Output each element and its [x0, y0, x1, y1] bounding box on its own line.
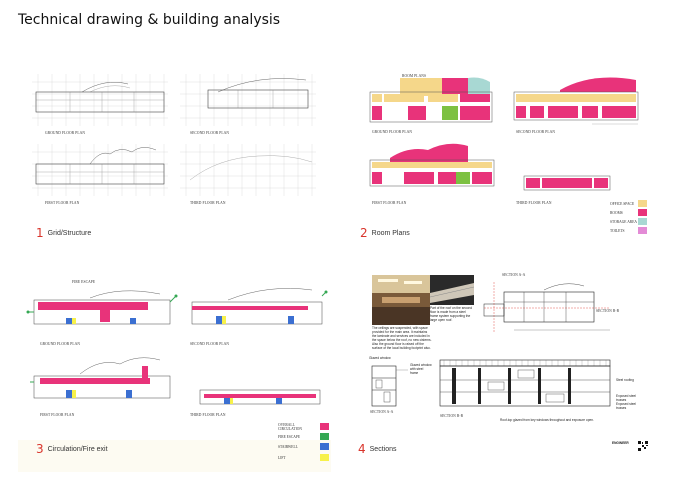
section-1-title: Grid/Structure — [47, 229, 92, 237]
section-1-number: 1 — [36, 226, 44, 240]
section-4-number: 4 — [358, 442, 366, 456]
circulation-ground-floor-drawing — [26, 290, 178, 325]
qr-code-icon — [638, 441, 648, 451]
circulation-ground-floor-label: GROUND FLOOR PLAN — [40, 342, 81, 346]
exposed-trusses-note-2: Exposed steel trusses — [616, 402, 637, 410]
legend-stairwell-label: STAIRWELL — [278, 445, 298, 449]
section-aa-top-label: SECTION A-A — [502, 273, 526, 277]
ceiling-note: The ceilings are suspended, with space p… — [372, 326, 432, 350]
section-2-label: 2 Room Plans — [360, 226, 410, 240]
roof-note: Part of the roof on the second floor is … — [430, 306, 472, 322]
circulation-first-floor-drawing — [30, 357, 171, 399]
legend-stairwell-swatch — [320, 443, 329, 450]
page-title: Technical drawing & building analysis — [18, 12, 281, 28]
legend-lift-swatch — [320, 454, 329, 461]
circulation-second-floor-label: SECOND FLOOR PLAN — [190, 342, 230, 346]
grid-first-floor-label: FIRST FLOOR PLAN — [45, 201, 80, 205]
roof-glazing-note: Roof-top glazed from key windows through… — [500, 418, 594, 422]
legend-lift-label: LIFT — [278, 456, 286, 460]
section-aa-label: SECTION A-A — [370, 410, 394, 414]
section-1-label: 1 Grid/Structure — [36, 226, 91, 240]
room-ground-floor-drawing — [369, 77, 493, 123]
legend-circulation-label: OVERALL CIRCULATION — [278, 423, 302, 432]
circulation-third-floor-label: THIRD FLOOR PLAN — [190, 413, 226, 417]
roof-photo — [429, 275, 475, 305]
legend-office-label: OFFICE SPACE — [610, 202, 635, 206]
section-3-title: Circulation/Fire exit — [47, 445, 108, 453]
legend-fire-escape-swatch — [320, 433, 329, 440]
grid-ground-floor-label: GROUND FLOOR PLAN — [45, 131, 86, 135]
section-bb-label: SECTION B-B — [440, 414, 464, 418]
legend-storage-label: STORAGE AREA — [610, 220, 637, 224]
section-3-number: 3 — [36, 442, 44, 456]
section-aa-drawing — [371, 365, 408, 407]
glazed-window-frame-note: Glazed window with steel frame — [410, 363, 432, 375]
room-third-floor-label: THIRD FLOOR PLAN — [516, 201, 552, 205]
section-2-number: 2 — [360, 226, 368, 240]
legend-fire-escape-label: FIRE ESCAPE — [278, 435, 301, 439]
grid-second-floor-label: SECOND FLOOR PLAN — [190, 131, 230, 135]
legend-rooms-swatch — [638, 209, 647, 216]
glazed-window-note: Glazed window — [369, 356, 391, 360]
legend-circulation-swatch — [320, 423, 329, 430]
room-first-floor-drawing — [369, 143, 495, 187]
room-first-floor-label: FIRST FLOOR PLAN — [372, 201, 407, 205]
steel-roofing-note: Steel roofing — [616, 378, 634, 382]
legend-rooms-label: ROOMS — [610, 211, 623, 215]
section-3-label: 3 Circulation/Fire exit — [36, 442, 108, 456]
legend-storage-swatch — [638, 218, 647, 225]
legend-toilets-swatch — [638, 227, 647, 234]
section-4-label: 4 Sections — [358, 442, 397, 456]
circulation-sub-label: FIRE ESCAPE — [72, 280, 96, 284]
section-4-title: Sections — [369, 445, 397, 453]
section-2-title: Room Plans — [371, 229, 410, 237]
legend-office-swatch — [638, 200, 647, 207]
grid-third-floor-drawing — [180, 144, 316, 196]
exposed-trusses-note-1: Exposed steel trusses — [616, 394, 637, 402]
room-third-floor-drawing — [523, 175, 611, 191]
interior-photo — [372, 275, 430, 325]
grid-third-floor-label: THIRD FLOOR PLAN — [190, 201, 226, 205]
circulation-first-floor-label: FIRST FLOOR PLAN — [40, 413, 75, 417]
room-ground-floor-label: GROUND FLOOR PLAN — [372, 130, 413, 134]
section-key-plan-drawing — [483, 282, 610, 332]
circulation-second-floor-drawing — [191, 288, 328, 325]
brand-logo-text: ENGINEER — [612, 441, 629, 445]
section-bb-drawing — [439, 359, 611, 407]
grid-ground-floor-drawing — [32, 74, 168, 126]
circulation-legend-background — [18, 440, 331, 472]
grid-first-floor-drawing — [32, 144, 168, 196]
grid-second-floor-drawing — [180, 74, 316, 126]
circulation-third-floor-drawing — [199, 389, 321, 405]
room-second-floor-drawing — [513, 77, 639, 125]
legend-toilets-label: TOILETS — [610, 229, 625, 233]
section-bb-top-label: SECTION B-B — [596, 309, 620, 313]
room-plans-sub-label: ROOM PLANS — [402, 74, 427, 78]
room-second-floor-label: SECOND FLOOR PLAN — [516, 130, 556, 134]
